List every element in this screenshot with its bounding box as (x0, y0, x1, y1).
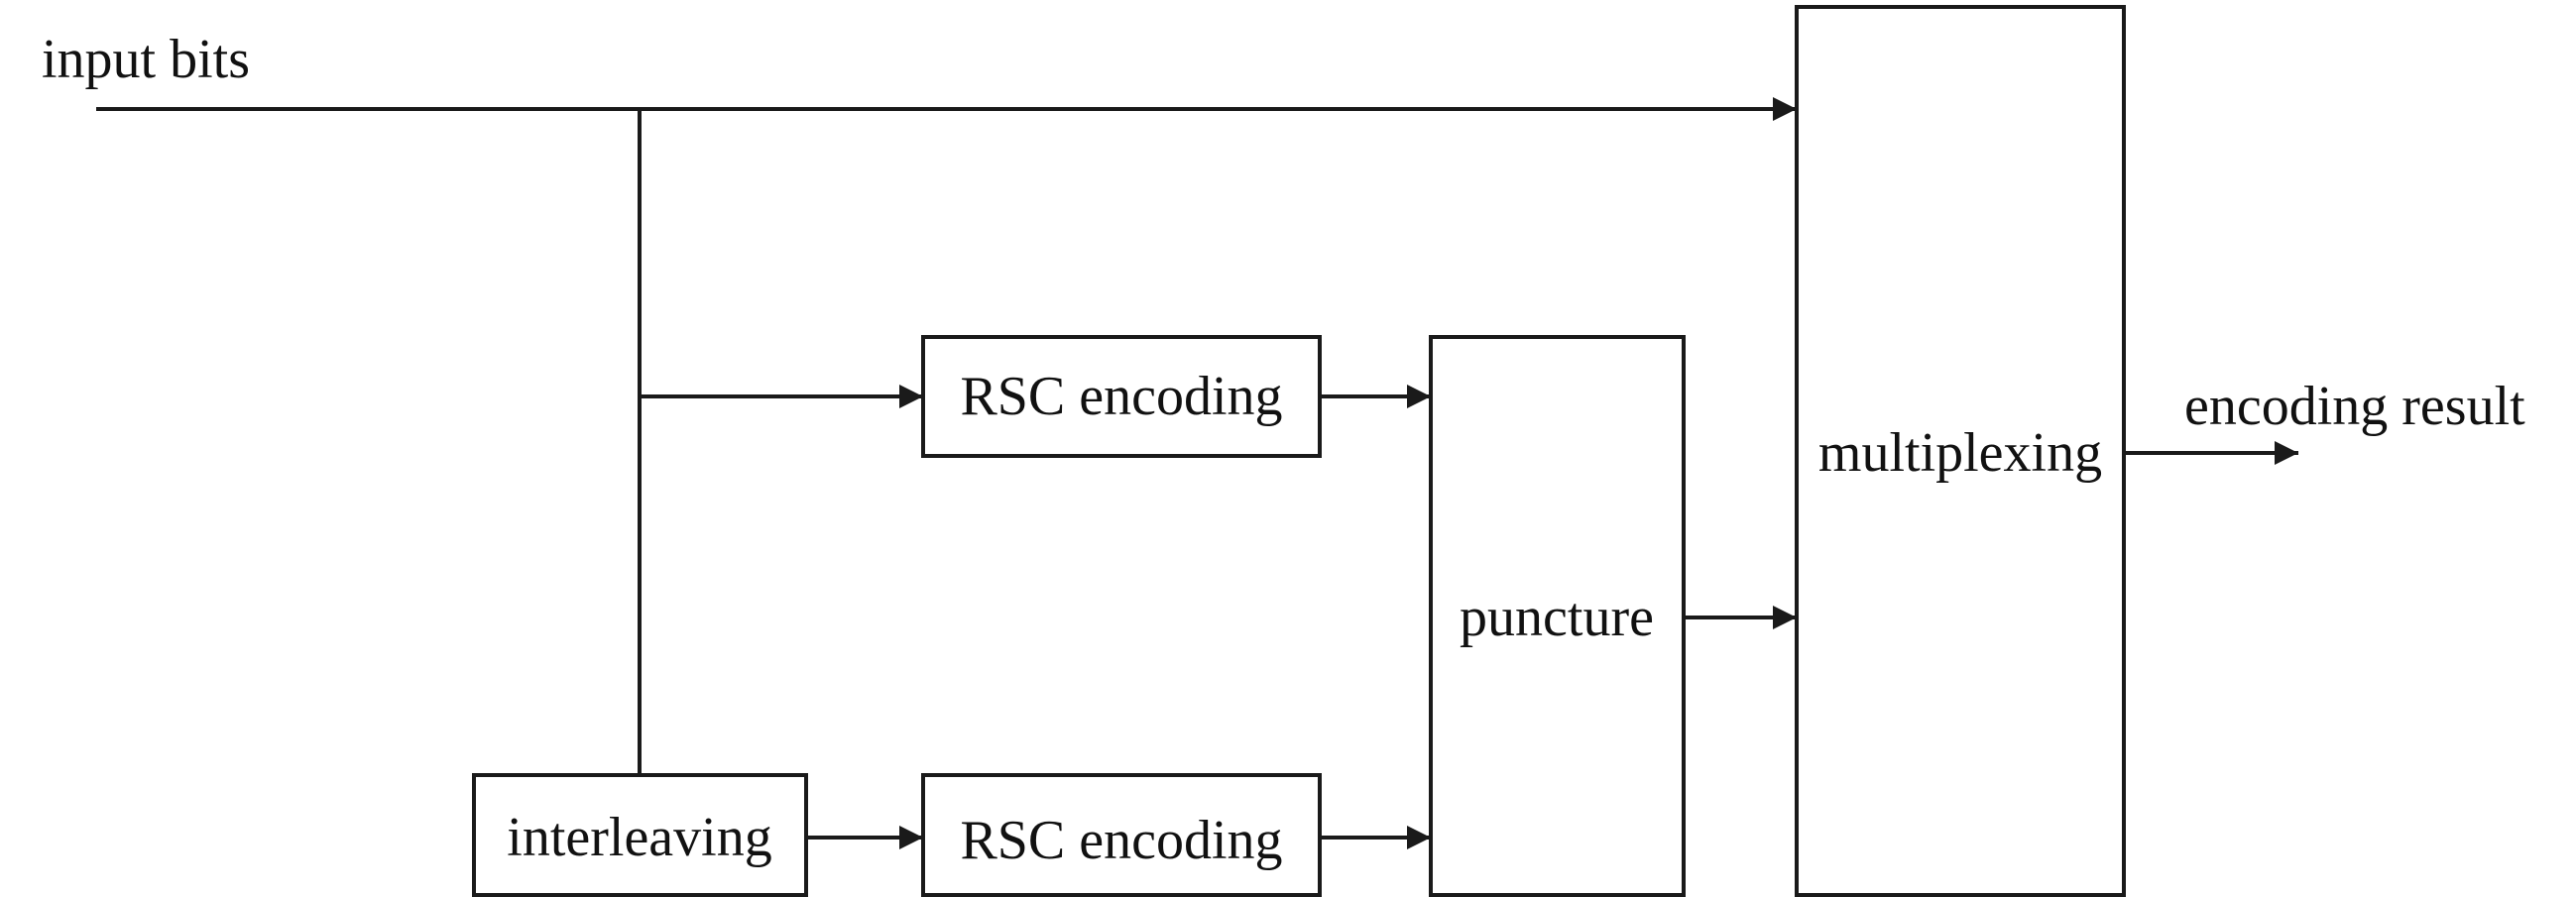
rsc-encoding-bottom-label: RSC encoding (960, 810, 1282, 871)
multiplexing-block: multiplexing (1795, 5, 2126, 897)
multiplexing-label: multiplexing (1818, 422, 2102, 484)
interleaving-label: interleaving (507, 807, 771, 868)
rsc-encoding-bottom-block: RSC encoding (921, 773, 1322, 897)
input-bits-label: input bits (42, 29, 250, 90)
interleaving-block: interleaving (472, 773, 808, 897)
rsc-encoding-top-block: RSC encoding (921, 335, 1322, 458)
rsc-encoding-top-label: RSC encoding (960, 366, 1282, 427)
encoding-result-label: encoding result (2184, 376, 2525, 437)
puncture-block: puncture (1429, 335, 1686, 897)
puncture-label: puncture (1460, 587, 1654, 648)
